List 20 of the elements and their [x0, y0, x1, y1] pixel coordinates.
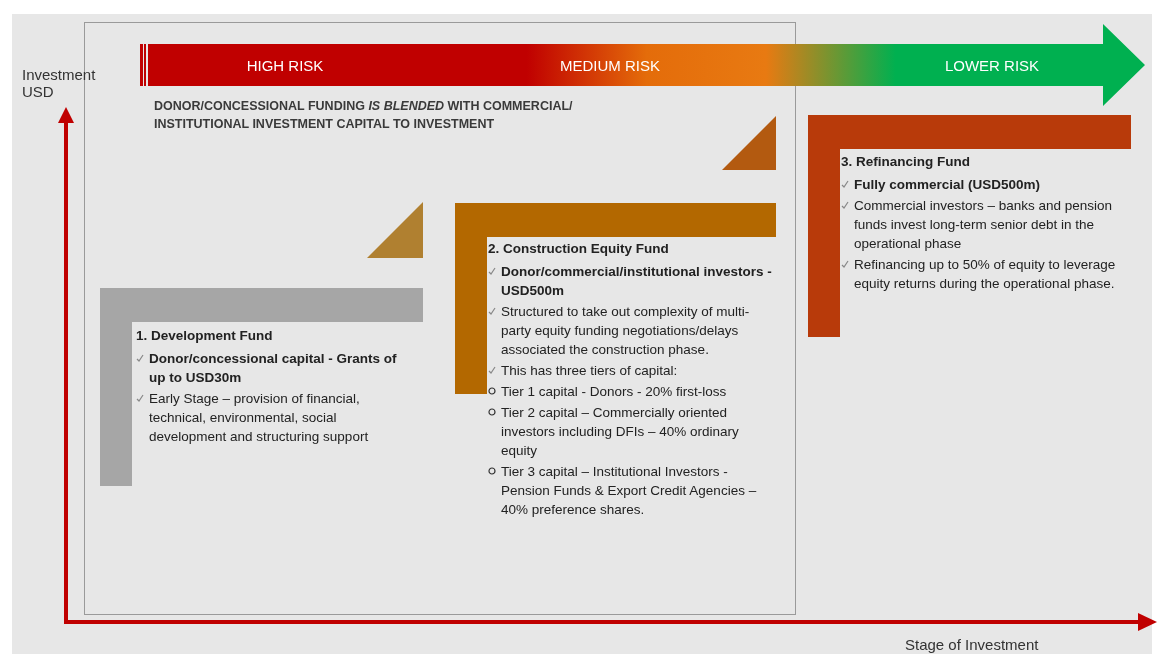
risk-label: HIGH RISK — [245, 57, 325, 74]
axis-title: Stage of Investment — [905, 636, 1040, 653]
fund-heading: 3. Refinancing Fund — [841, 153, 971, 171]
bullet-text: Fully commercial (USD500m) — [854, 176, 1041, 194]
bullet-text: Early Stage – provision of financial, technical, environmental, social development and structuring support — [149, 390, 370, 446]
bullet-text: Structured to take out complexity of multi-party equity funding negotiations/delays associated the construction phase. — [501, 303, 751, 359]
bullet-text: Donor/commercial/institutional investors - USD500m — [501, 263, 773, 300]
risk-label: LOWER RISK — [943, 57, 1041, 74]
bullet-text: Commercial investors – banks and pension funds invest long-term senior debt in the operational phase — [854, 197, 1114, 253]
bullet-text: Tier 2 capital – Commercially oriented investors including DFIs – 40% ordinary equity — [501, 404, 740, 460]
fund-heading: 1. Development Fund — [136, 327, 274, 345]
bullet-text: Refinancing up to 50% of equity to leverage equity returns during the operational phase. — [854, 256, 1117, 293]
fund-heading: 2. Construction Equity Fund — [488, 240, 670, 258]
bullet-text: This has three tiers of capital: — [501, 362, 678, 380]
bullet-text: Tier 1 capital - Donors - 20% first-loss — [501, 383, 727, 401]
bullet-text: Tier 3 capital – Institutional Investors - Pension Funds & Export Credit Agencies – 40% preference shares. — [501, 463, 758, 519]
risk-label: MEDIUM RISK — [559, 57, 661, 74]
axis-title: Investment USD — [22, 66, 97, 100]
blending-statement: DONOR/CONCESSIONAL FUNDING IS BLENDED WITH COMMERCIAL/ INSTITUTIONAL INVESTMENT CAPITAL TO INVESTMENT — [154, 98, 574, 133]
bullet-text: Donor/concessional capital - Grants of up to USD30m — [149, 350, 398, 387]
